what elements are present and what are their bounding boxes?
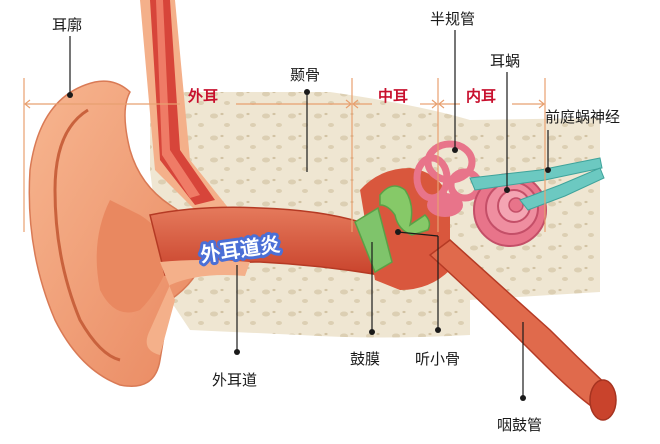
leader-dots: [67, 89, 551, 401]
auricle-inner-fold: [53, 108, 121, 362]
vestibulocochlear-nerve: [469, 157, 605, 211]
section-arrows: [24, 99, 545, 109]
auricle-concha: [96, 200, 170, 313]
label-ear-canal: 外耳道: [212, 371, 257, 389]
eustachian-opening: [589, 379, 617, 421]
lower-bone: [170, 290, 470, 338]
label-vestibulocochlear-nerve: 前庭蜗神经: [545, 108, 620, 126]
ossicles: [379, 185, 431, 236]
label-eustachian-tube: 咽鼓管: [497, 416, 542, 434]
eardrum: [354, 206, 393, 274]
section-inner-ear: 内耳: [466, 87, 496, 105]
label-ossicles: 听小骨: [415, 350, 460, 368]
leader-lines: [69, 30, 549, 398]
section-middle-ear: 中耳: [378, 87, 408, 105]
label-cochlea: 耳蜗: [490, 52, 520, 70]
vestibule: [427, 193, 463, 217]
label-semicircular-canals: 半规管: [430, 10, 475, 28]
muscle-highlight: [156, 0, 200, 198]
label-eardrum: 鼓膜: [350, 350, 380, 368]
ear-canal-wall: [146, 260, 250, 355]
label-temporal-bone: 颞骨: [290, 66, 320, 84]
section-outer-ear: 外耳: [187, 87, 218, 105]
label-auricle: 耳廓: [52, 16, 82, 34]
section-dividers: [23, 78, 546, 232]
